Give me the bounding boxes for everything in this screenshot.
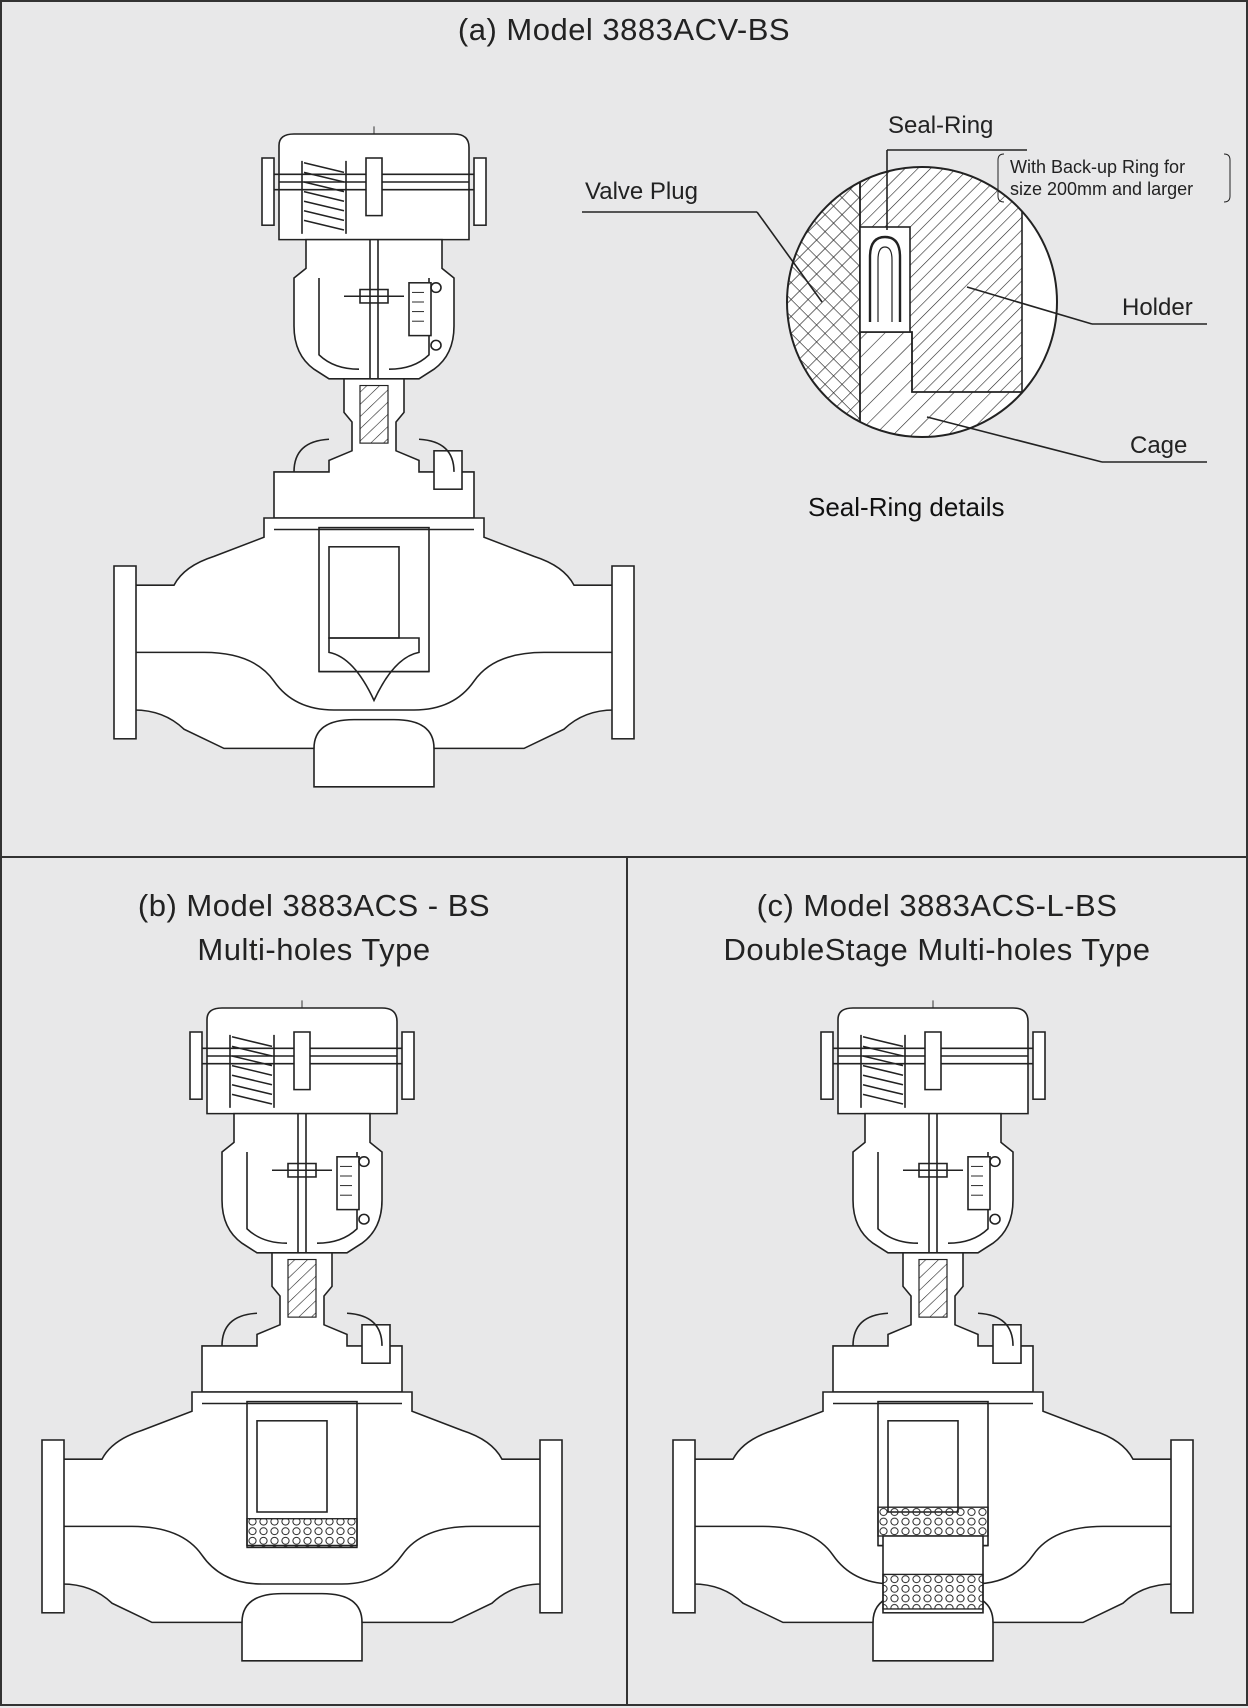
seal-ring-note-line2: size 200mm and larger [1010, 179, 1194, 199]
seal-ring-detail [582, 149, 1231, 463]
panel-c-title-line1: (c) Model 3883ACS-L-BS [756, 888, 1118, 923]
holder-label: Holder [1122, 294, 1193, 321]
multi-hole-cage-b [246, 1518, 358, 1549]
panel-b: (b) Model 3883ACS - BS Multi-holes Type [0, 856, 628, 1706]
seal-ring-note-line1: With Back-up Ring for [1010, 157, 1186, 177]
seal-ring-details-caption: Seal-Ring details [808, 492, 1005, 522]
panel-b-title-line2: Multi-holes Type [197, 932, 431, 967]
valve-drawing-c [672, 999, 1194, 1662]
valve-plug-area [787, 167, 860, 437]
panel-b-title-line1: (b) Model 3883ACS - BS [137, 888, 491, 923]
valve-drawing-a [113, 125, 635, 788]
valve-plug-label: Valve Plug [585, 178, 698, 205]
seal-ring-label: Seal-Ring [888, 112, 994, 139]
panel-a-title: (a) Model 3883ACV-BS [457, 12, 791, 47]
panel-a: (a) Model 3883ACV-BS [0, 0, 1248, 858]
multi-hole-cage-c-lower [882, 1573, 984, 1610]
cage-label: Cage [1130, 432, 1188, 459]
valve-drawing-b [41, 999, 563, 1662]
panel-c-title-line2: DoubleStage Multi-holes Type [723, 932, 1151, 967]
panel-c: (c) Model 3883ACS-L-BS DoubleStage Multi… [626, 856, 1248, 1706]
multi-hole-cage-c-upper [877, 1506, 989, 1537]
seal-ring-shape [868, 235, 902, 322]
